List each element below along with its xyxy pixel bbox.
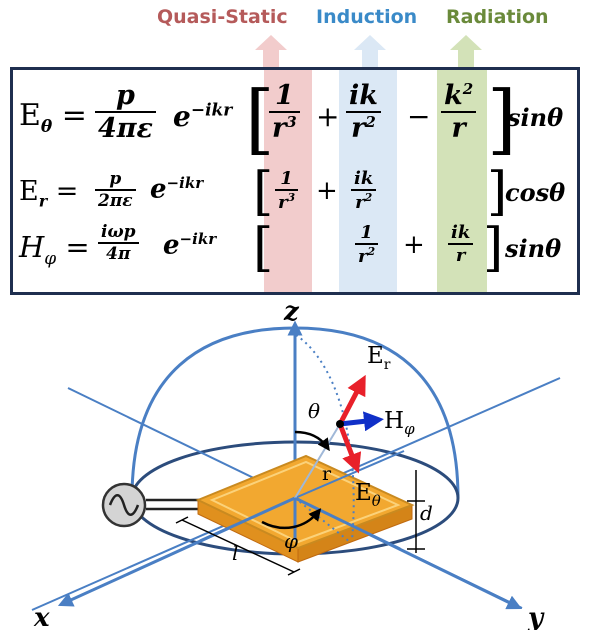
h-phi-plus: + bbox=[403, 230, 425, 260]
e-theta-close-bracket: ] bbox=[487, 74, 517, 163]
header-radiation: Radiation bbox=[446, 6, 549, 28]
e-r-trig: cosθ bbox=[505, 178, 566, 207]
h-phi-close-bracket: ] bbox=[483, 218, 504, 278]
dipole-diagram: z x y θ φ r l d Er Hφ Eθ bbox=[31, 297, 561, 630]
field-hphi-label: Hφ bbox=[384, 408, 415, 438]
e-theta-lhs: Eθ = bbox=[19, 98, 87, 137]
h-phi-trig: sinθ bbox=[505, 234, 562, 263]
field-etheta-label: Eθ bbox=[355, 480, 381, 510]
e-r-lhs: Er = bbox=[19, 176, 79, 211]
header-arrows bbox=[255, 35, 482, 68]
h-phi-exponential: e−ikr bbox=[163, 230, 217, 261]
meridian-dotted bbox=[295, 334, 355, 541]
axis-x-label: x bbox=[33, 603, 50, 630]
e-theta-plus: + bbox=[316, 100, 340, 133]
e-r-exponential: e−ikr bbox=[150, 174, 204, 205]
thickness-label: d bbox=[420, 501, 433, 525]
plate-top-inner bbox=[209, 460, 401, 544]
e-r-open-bracket: [ bbox=[253, 162, 274, 222]
header-induction: Induction bbox=[316, 6, 418, 28]
radius-label: r bbox=[322, 463, 332, 485]
e-r-plus: + bbox=[316, 176, 338, 206]
e-r-close-bracket: ] bbox=[487, 162, 508, 222]
hphi-arrow-icon bbox=[339, 411, 384, 432]
x-axis-over-plate bbox=[199, 496, 296, 543]
er-arrow-icon bbox=[337, 374, 366, 426]
y-axis-over-plate bbox=[294, 496, 401, 551]
e-theta-exponential: e−ikr bbox=[173, 100, 233, 133]
axis-z-label: z bbox=[283, 297, 300, 327]
radius-line bbox=[294, 423, 341, 499]
h-phi-lhs: Hφ = bbox=[19, 230, 90, 269]
theta-arc bbox=[294, 430, 330, 452]
quasi-static-arrow-icon bbox=[255, 35, 287, 68]
induction-band bbox=[339, 70, 397, 292]
field-point bbox=[336, 420, 344, 428]
induction-arrow-icon bbox=[354, 35, 386, 68]
e-theta-open-bracket: [ bbox=[245, 74, 275, 163]
e-theta-trig: sinθ bbox=[507, 103, 564, 132]
axis-y-label: y bbox=[527, 603, 545, 630]
e-theta-minus: − bbox=[407, 100, 431, 133]
length-tick-left bbox=[175, 516, 189, 524]
radiation-band bbox=[437, 70, 487, 292]
length-tick-right bbox=[287, 568, 301, 576]
phi-arc bbox=[261, 508, 322, 530]
ac-wave bbox=[108, 494, 140, 516]
field-er-label: Er bbox=[367, 343, 391, 373]
diagonal-over-plate bbox=[294, 450, 405, 499]
length-label: l bbox=[232, 541, 238, 565]
h-phi-open-bracket: [ bbox=[253, 218, 274, 278]
quasi-static-band bbox=[264, 70, 312, 292]
length-dimension-line bbox=[181, 519, 295, 573]
angle-theta-label: θ bbox=[308, 399, 320, 423]
etheta-arrow-icon bbox=[337, 423, 362, 474]
radiation-arrow-icon bbox=[450, 35, 482, 68]
angle-phi-label: φ bbox=[284, 529, 298, 553]
header-quasi-static: Quasi-Static bbox=[157, 6, 288, 28]
